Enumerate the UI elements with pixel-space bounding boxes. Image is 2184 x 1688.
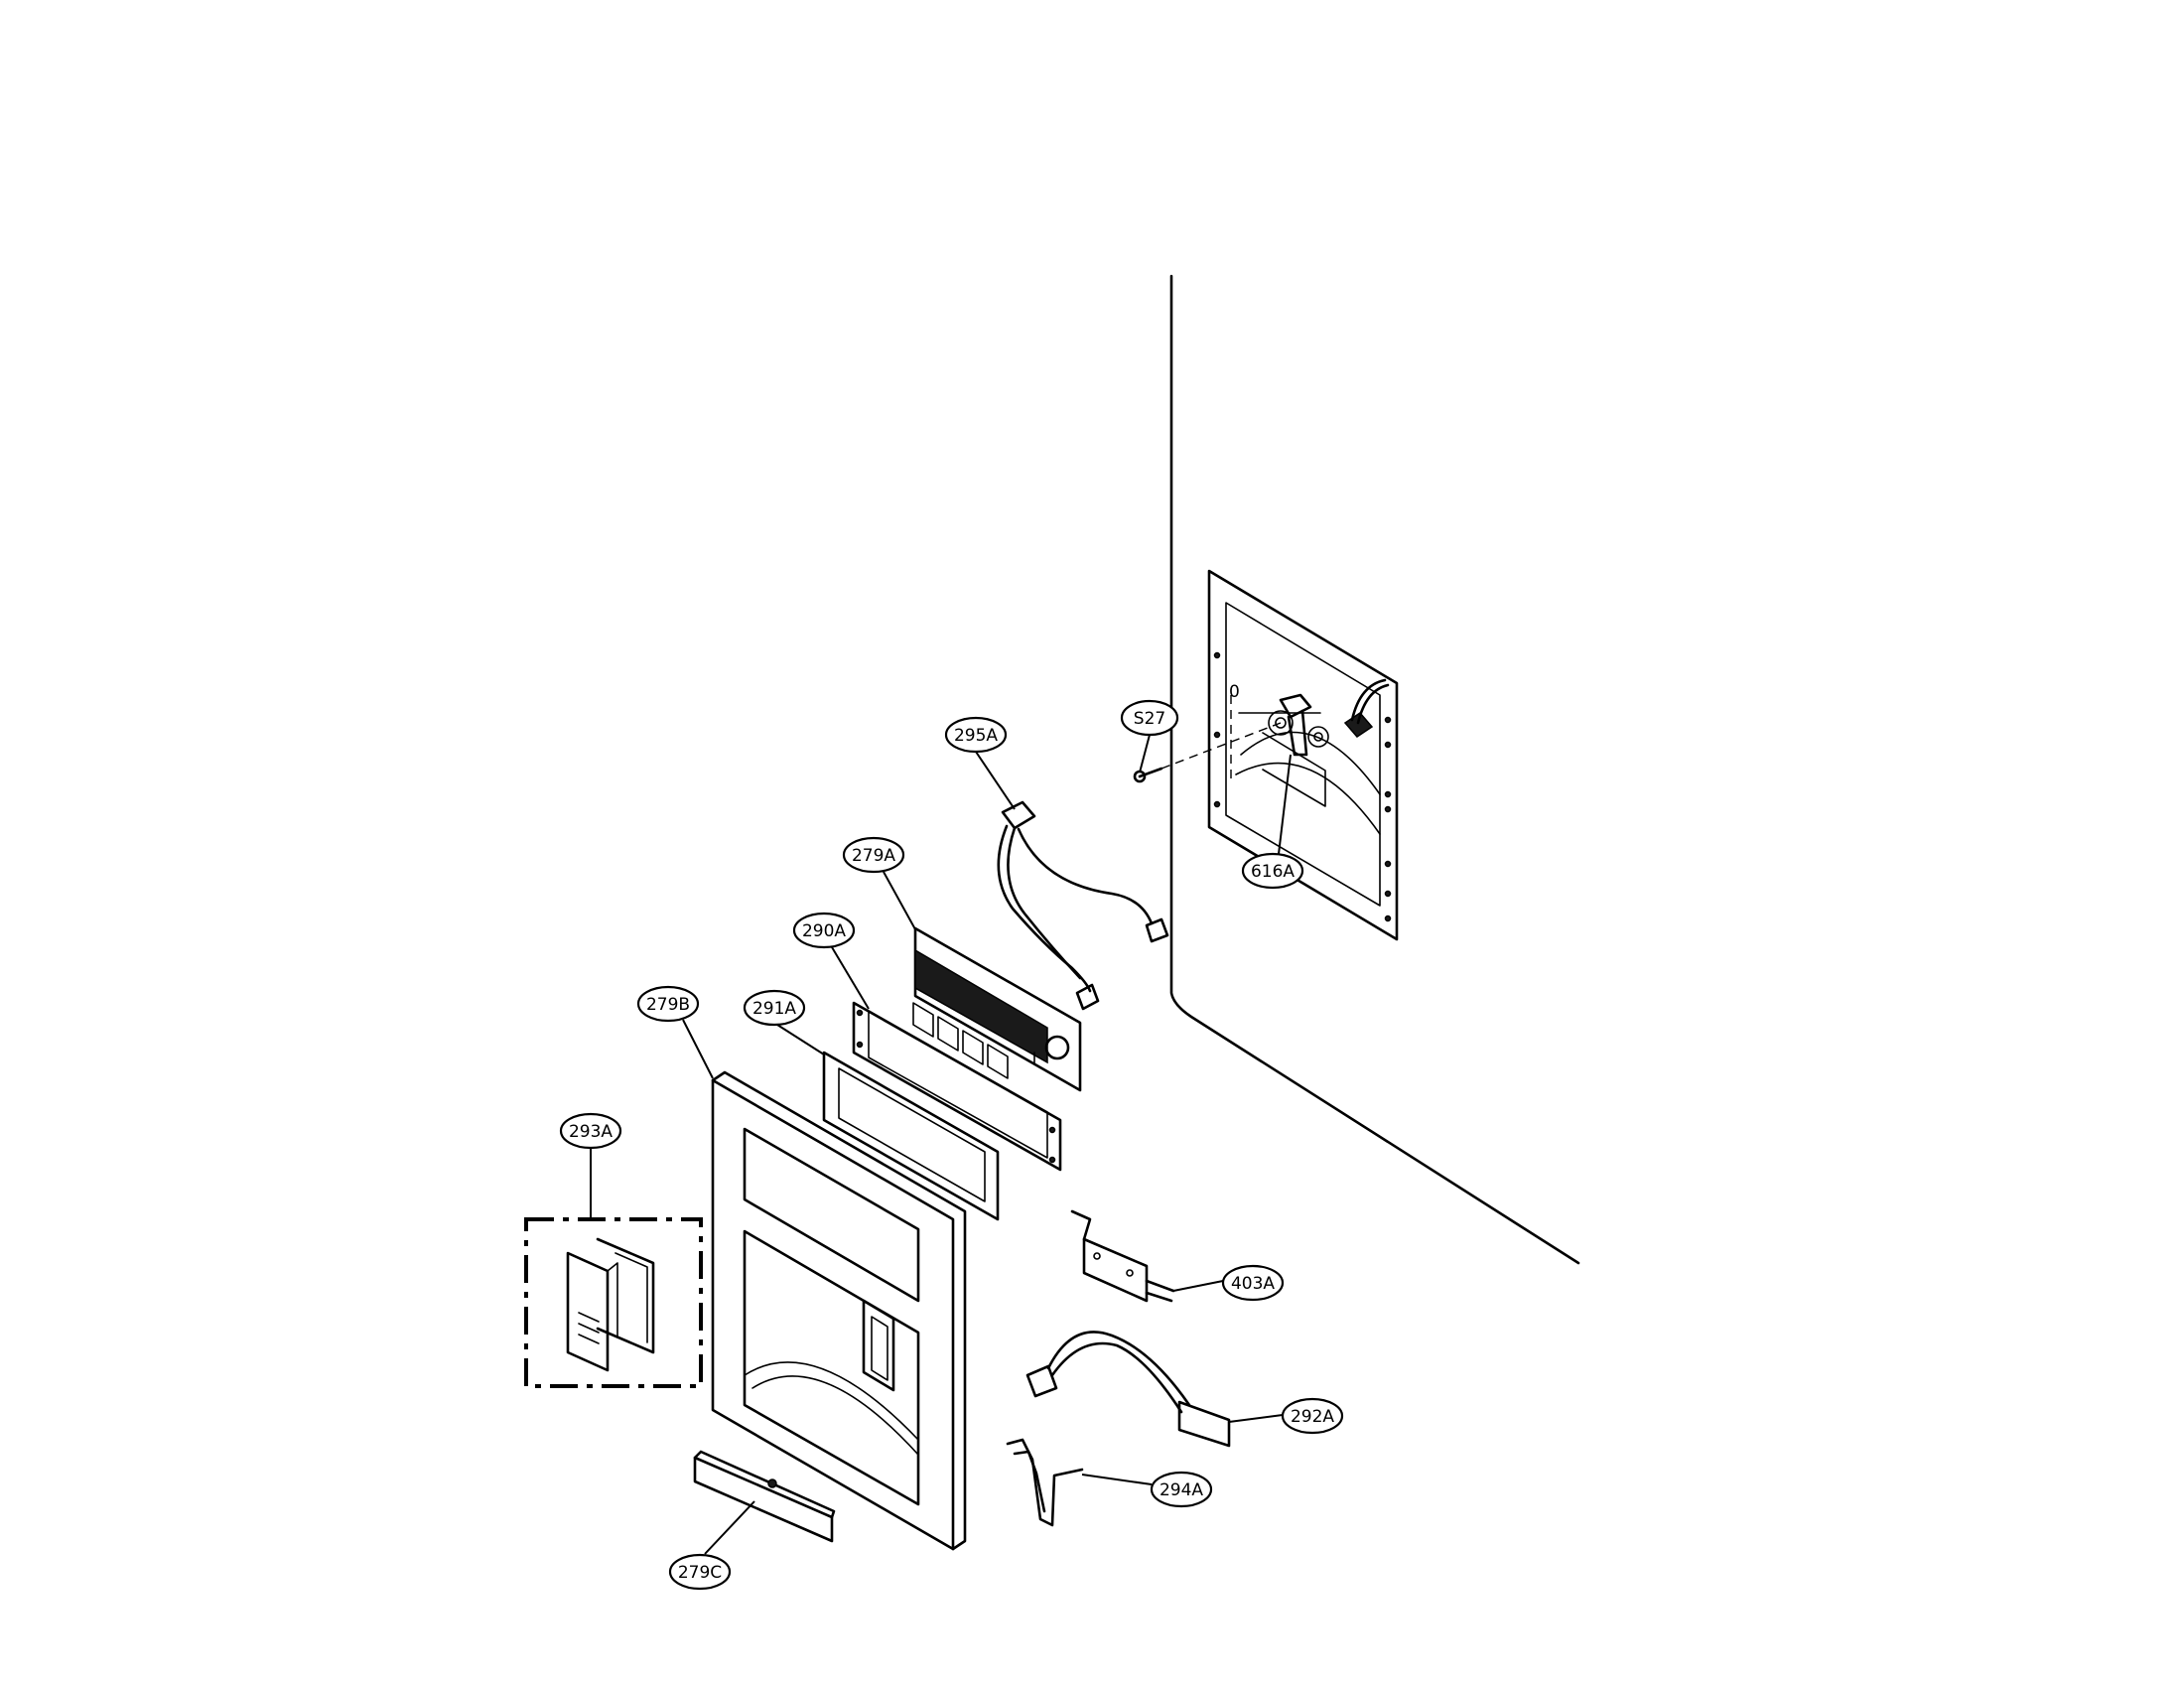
dispenser-housing: 0 [1207,569,1399,941]
harness-292a [1025,1331,1231,1448]
svg-text:294A: 294A [1160,1480,1203,1500]
callout-290a: 290A [792,912,856,949]
window-291a [822,1051,1000,1221]
clip-294a [1006,1438,1084,1527]
svg-text:403A: 403A [1231,1274,1275,1294]
cover-279b [711,1070,967,1551]
callout-s27: S27 [1120,699,1179,737]
callout-403a: 403A [1221,1264,1285,1302]
svg-text:293A: 293A [569,1122,613,1142]
housing-screw-holes [1213,651,1392,922]
callout-294a: 294A [1150,1471,1213,1508]
callout-292a: 292A [1281,1397,1344,1435]
frame-290a [852,1001,1062,1172]
callout-291a: 291A [743,989,806,1027]
svg-text:S27: S27 [1134,709,1165,729]
board-279a [913,926,1082,1092]
tray-279c [693,1450,836,1543]
callout-616a: 616A [1241,852,1304,890]
button-293a [566,1237,655,1372]
panel-mark: 0 [1229,682,1240,702]
callout-279c: 279C [668,1553,732,1591]
svg-text:279A: 279A [852,846,895,866]
callout-279b: 279B [636,985,700,1023]
svg-text:616A: 616A [1251,862,1295,882]
svg-text:290A: 290A [802,921,846,941]
svg-text:279C: 279C [678,1563,722,1583]
screw-s27 [1133,767,1163,783]
svg-text:291A: 291A [752,999,796,1019]
door-outline [1169,274,1580,1265]
callout-293a: 293A [559,1112,622,1150]
leader-lines [590,734,1292,1555]
harness-295a [997,800,1169,1011]
svg-text:295A: 295A [954,726,998,746]
callout-295a: 295A [944,716,1008,754]
svg-text:292A: 292A [1291,1407,1334,1427]
callout-279a: 279A [842,836,905,874]
switch-403a [1070,1209,1175,1303]
assembly-line-s27 [1160,722,1282,770]
svg-text:279B: 279B [646,995,690,1015]
group-293a [524,1217,703,1388]
